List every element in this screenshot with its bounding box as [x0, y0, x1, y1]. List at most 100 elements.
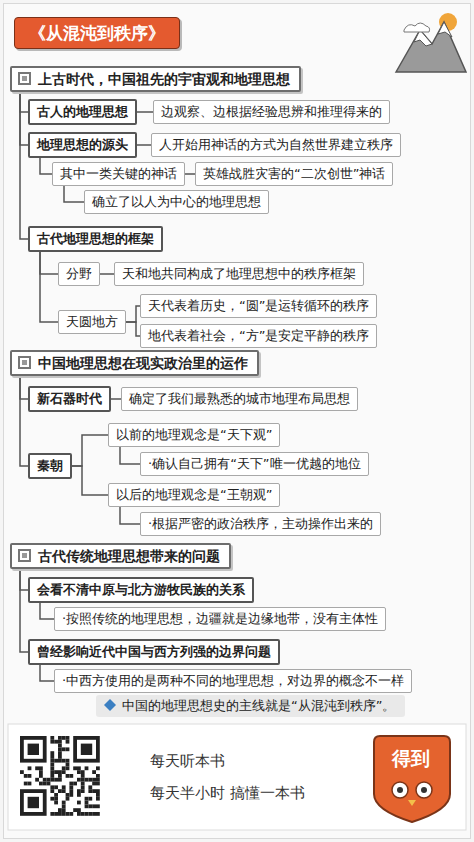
title-text: 《从混沌到秩序》: [29, 23, 165, 43]
detail-box: 人开始用神话的方式为自然世界建立秩序: [151, 133, 401, 157]
tree-connector: [100, 273, 114, 275]
section-header: 中国地理思想在现实政治里的运作: [10, 350, 259, 376]
node-text: 人开始用神话的方式为自然世界建立秩序: [159, 137, 393, 152]
tree-connector: [120, 447, 140, 464]
node-text: 中国的地理思想史的主线就是“从混沌到秩序”。: [122, 698, 395, 713]
detail-box: 确定了我们最熟悉的城市地理布局思想: [121, 387, 358, 411]
node-text: ·中西方使用的是两种不同的地理思想，对边界的概念不一样: [62, 673, 404, 688]
tree-connector: [64, 186, 84, 202]
detail-box: 天和地共同构成了地理思想中的秩序框架: [114, 262, 364, 286]
topic-box: 地理思想的源头: [28, 132, 137, 158]
node-text: 曾经影响近代中国与西方列强的边界问题: [37, 644, 271, 659]
section-header: 古代传统地理思想带来的问题: [10, 543, 231, 569]
logo-shield: [374, 736, 450, 822]
node-text: 其中一类关键的神话: [60, 166, 177, 181]
tree-connector: [40, 665, 54, 681]
tree-connector: [126, 306, 140, 322]
footer-text: 每天听本书: [150, 752, 225, 771]
qr-code: [20, 736, 100, 816]
node-text: 天代表着历史，“圆”是运转循环的秩序: [148, 298, 369, 313]
tree-connector: [137, 111, 153, 113]
node-text: 会看不清中原与北方游牧民族的关系: [37, 582, 245, 597]
tree-connector: [20, 569, 28, 652]
tree-connector: [185, 173, 195, 175]
node-text: 边观察、边根据经验思辨和推理得来的: [161, 104, 382, 119]
tree-connector: [126, 322, 140, 336]
tree-connector: [20, 569, 28, 590]
tree-connector: [20, 92, 28, 112]
section-icon: [18, 72, 31, 85]
node-text: 地理思想的源头: [37, 137, 128, 152]
section-header: 上古时代，中国祖先的宇宙观和地理思想: [10, 66, 301, 92]
node-text: 秦朝: [37, 458, 63, 473]
topic-box: 古人的地理思想: [28, 99, 137, 125]
node-text: 确立了以人为中心的地理思想: [92, 194, 261, 209]
section-icon: [18, 549, 31, 562]
owl-eye: [392, 782, 408, 798]
tree-connector: [20, 376, 28, 466]
tree-connector: [137, 144, 151, 146]
title-box: 《从混沌到秩序》: [14, 17, 180, 49]
tree-connector: [20, 92, 28, 239]
detail-box: 地代表着社会，“方”是安定平静的秩序: [140, 324, 377, 348]
detail-box: ·按照传统的地理思想，边疆就是边缘地带，没有主体性: [54, 607, 386, 631]
detail-box: 分野: [58, 262, 100, 286]
node-text: ·按照传统的地理思想，边疆就是边缘地带，没有主体性: [62, 611, 378, 626]
section-icon: [18, 356, 31, 369]
topic-box: 会看不清中原与北方游牧民族的关系: [28, 577, 254, 603]
node-text: 天圆地方: [66, 314, 118, 329]
node-text: 上古时代，中国祖先的宇宙观和地理思想: [38, 71, 290, 87]
node-text: 分野: [66, 266, 92, 281]
node-text: 确定了我们最熟悉的城市地理布局思想: [129, 391, 350, 406]
detail-box: 确立了以人为中心的地理思想: [84, 190, 269, 214]
node-text: 天和地共同构成了地理思想中的秩序框架: [122, 266, 356, 281]
detail-box: 天代表着历史，“圆”是运转循环的秩序: [140, 294, 377, 318]
tree-connector: [20, 92, 28, 145]
node-text: ·确认自己拥有“天下”唯一优越的地位: [148, 456, 361, 471]
tree-connector: [40, 603, 54, 619]
detail-box: ·中西方使用的是两种不同的地理思想，对边界的概念不一样: [54, 669, 412, 693]
node-text: 中国地理思想在现实政治里的运作: [38, 355, 248, 371]
detail-box: 以前的地理观念是“天下观”: [108, 423, 280, 447]
topic-box: 新石器时代: [28, 386, 111, 412]
tree-connector: [72, 435, 108, 466]
footer-text: 每天半小时 搞懂一本书: [150, 784, 305, 803]
detail-box: 英雄战胜灾害的“二次创世”神话: [195, 162, 393, 186]
detail-box: 以后的地理观念是“王朝观”: [108, 483, 280, 507]
detail-box: ·确认自己拥有“天下”唯一优越的地位: [140, 452, 369, 476]
tree-connector: [40, 252, 58, 274]
node-text: 英雄战胜灾害的“二次创世”神话: [203, 166, 385, 181]
mountain: [396, 22, 466, 72]
tree-connector: [120, 507, 140, 524]
footer-box: [8, 724, 466, 830]
mountain-illustration: [396, 13, 466, 72]
topic-box: 秦朝: [28, 453, 72, 479]
owl-beak: [408, 800, 416, 806]
node-text: ·根据严密的政治秩序，主动操作出来的: [148, 516, 373, 531]
tree-connector: [111, 398, 121, 400]
detail-box: 天圆地方: [58, 310, 126, 334]
owl-pupil: [421, 787, 427, 793]
node-text: 古代地理思想的框架: [37, 231, 154, 246]
tree-connector: [20, 376, 28, 399]
owl-eye: [416, 782, 432, 798]
node-text: 以后的地理观念是“王朝观”: [116, 487, 272, 502]
node-text: 以前的地理观念是“天下观”: [116, 427, 272, 442]
detail-box: 边观察、边根据经验思辨和推理得来的: [153, 100, 390, 124]
detail-box: ·根据严密的政治秩序，主动操作出来的: [140, 512, 381, 536]
node-text: 地代表着社会，“方”是安定平静的秩序: [148, 328, 369, 343]
node-text: 古代传统地理思想带来的问题: [38, 548, 220, 564]
tree-connector: [40, 158, 52, 174]
footer-panel: [8, 724, 466, 830]
cloud: [404, 23, 430, 32]
topic-box: 古代地理思想的框架: [28, 226, 163, 252]
logo-text: 得到: [392, 746, 430, 772]
tree-connector: [72, 466, 108, 495]
detail-box: 其中一类关键的神话: [52, 162, 185, 186]
summary-note: 中国的地理思想史的主线就是“从混沌到秩序”。: [96, 695, 405, 717]
topic-box: 曾经影响近代中国与西方列强的边界问题: [28, 639, 280, 665]
diamond-icon: [104, 699, 116, 711]
owl-pupil: [397, 787, 403, 793]
tree-connector: [40, 252, 58, 322]
